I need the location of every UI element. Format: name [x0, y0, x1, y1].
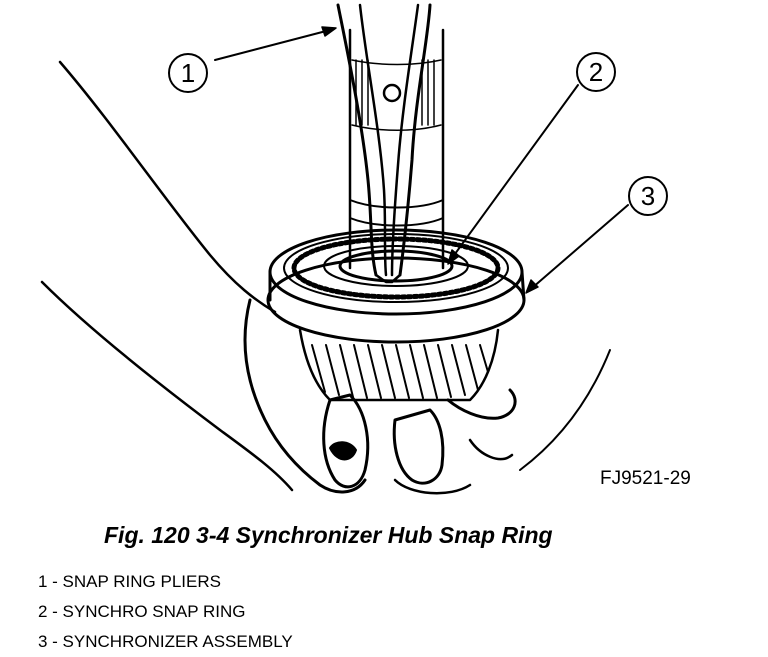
shaft-collar-bottom [349, 217, 444, 227]
pliers-jaw-right-inner [390, 3, 420, 277]
arm-outline-lower [40, 280, 294, 492]
finger-2 [446, 388, 517, 420]
legend: 1 - SNAP RING PLIERS 2 - SYNCHRO SNAP RI… [38, 567, 293, 657]
arm-outline-upper [58, 60, 277, 314]
legend-item-2: 2 - SYNCHRO SNAP RING [38, 602, 246, 621]
figure-caption: Fig. 120 3-4 Synchronizer Hub Snap Ring [104, 522, 553, 548]
gear-teeth [311, 344, 489, 399]
synchronizer-ring-side-right [520, 270, 526, 302]
hand-outline [243, 298, 367, 494]
legend-item-3: 3 - SYNCHRONIZER ASSEMBLY [38, 632, 293, 651]
pliers-jaw-left [336, 3, 378, 277]
synchro-snap-ring [338, 249, 454, 283]
figure-code: FJ9521-29 [600, 468, 691, 489]
finger-1 [392, 408, 445, 485]
finger-3 [468, 438, 514, 461]
synchronizer-splines [291, 236, 501, 300]
pliers-tips [374, 273, 402, 284]
leader-arrow-1 [321, 26, 337, 37]
callout-1: 1 [168, 53, 208, 93]
callout-2: 2 [576, 52, 616, 92]
leader-line-1 [214, 29, 331, 61]
thumb-nail [329, 441, 357, 461]
leader-arrow-3 [525, 279, 539, 294]
shaft-splines [351, 59, 442, 131]
shaft-collar-top [349, 199, 444, 209]
leader-line-2 [451, 84, 579, 259]
pliers-jaw-right [398, 3, 432, 277]
leader-arrow-2 [447, 249, 460, 265]
gear-body [298, 328, 500, 402]
pliers-jaw-left-inner [358, 3, 388, 277]
leader-line-3 [531, 204, 629, 289]
synchronizer-drawing [40, 3, 629, 495]
thumb [322, 393, 370, 489]
pliers-pivot [382, 83, 402, 103]
background-line [519, 349, 611, 471]
callout-3: 3 [628, 176, 668, 216]
synchronizer-hub [323, 245, 469, 287]
illustration: 1 2 3 FJ9521-29 [40, 3, 691, 495]
synchronizer-sleeve [283, 233, 509, 303]
finger-4 [393, 478, 472, 495]
legend-item-1: 1 - SNAP RING PLIERS [38, 572, 221, 591]
